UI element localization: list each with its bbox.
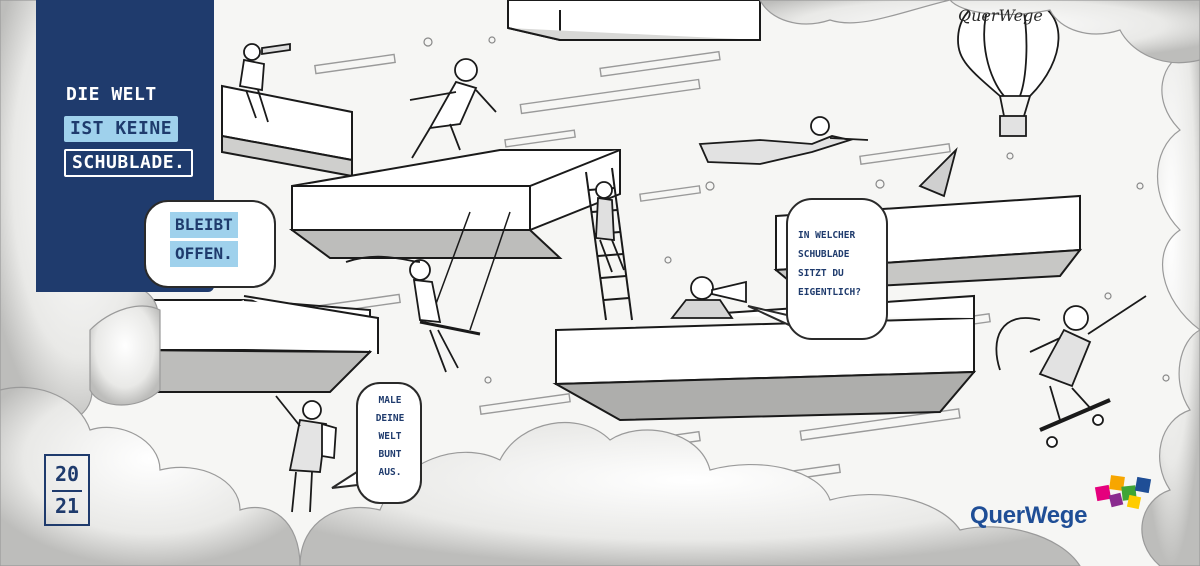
headline-line-3: SCHUBLADE. (64, 149, 194, 177)
balloon-logo-text: QuerWege (958, 6, 1043, 25)
headline-line-1: DIE WELT (66, 84, 157, 105)
paint-line: MALE (378, 395, 402, 406)
headline-line-2: IST KEINE (64, 116, 179, 142)
paint-line: DEINE (375, 413, 405, 424)
paint-line: WELT (378, 431, 402, 442)
year-bottom: 21 (54, 494, 80, 518)
question-line: EIGENTLICH? (798, 287, 861, 298)
question-line: SCHUBLADE (798, 249, 850, 260)
figures (238, 42, 1147, 513)
bleibt-line-1: BLEIBT (170, 212, 238, 238)
logo-squares (1094, 475, 1152, 510)
year-divider (52, 490, 82, 492)
speech-bubble-question (786, 198, 888, 340)
year-badge: 20 21 (44, 454, 90, 526)
question-line: SITZT DU (798, 268, 844, 279)
paint-line: AUS. (378, 467, 402, 478)
paint-text: MALE DEINE WELT BUNT AUS. (366, 392, 414, 482)
querwege-logo: QuerWege (970, 502, 1088, 529)
question-text: IN WELCHER SCHUBLADE SITZT DU EIGENTLICH… (798, 226, 882, 302)
year-top: 20 (54, 462, 80, 486)
speech-bubble-paint (356, 382, 422, 504)
bleibt-line-2: OFFEN. (170, 241, 238, 267)
headline: DIE WELT IST KEINE SCHUBLADE. (64, 78, 214, 180)
bleibt-offen-text: BLEIBT OFFEN. (170, 212, 266, 270)
question-line: IN WELCHER (798, 230, 856, 241)
paint-line: BUNT (378, 449, 402, 460)
